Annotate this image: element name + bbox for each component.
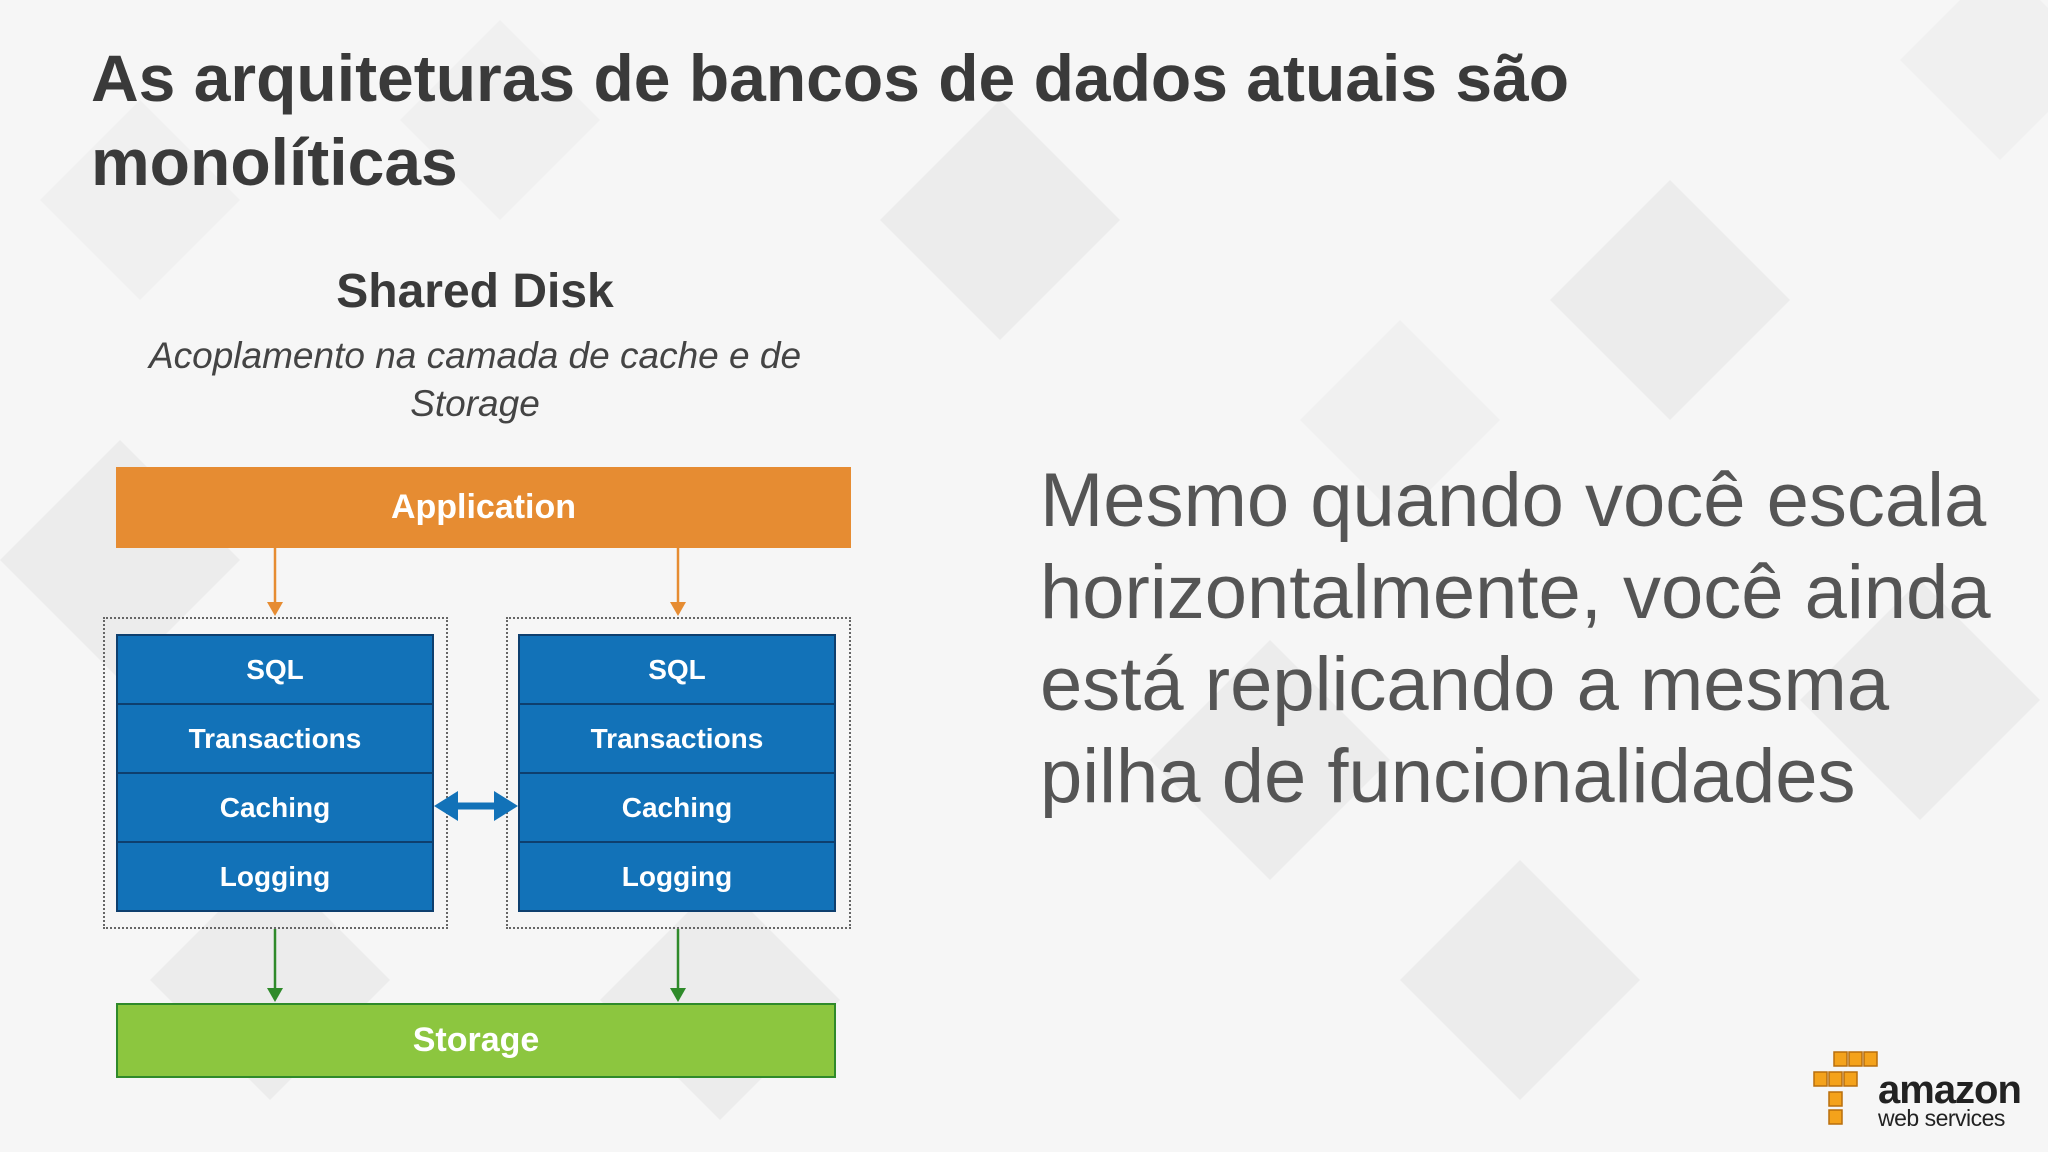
diagram-subheading: Acoplamento na camada de cache e de Stor… xyxy=(148,335,802,424)
statement-text: Mesmo quando você escala horizontalmente… xyxy=(1040,458,1991,819)
node-frame-left xyxy=(103,617,448,929)
layer-transactions: Transactions xyxy=(520,705,834,774)
slide-title: As arquiteturas de bancos de dados atuai… xyxy=(91,41,1570,199)
aws-boxes-icon xyxy=(1813,1051,1878,1125)
layer-sql: SQL xyxy=(520,636,834,705)
layer-transactions: Transactions xyxy=(118,705,432,774)
aws-subtitle: web services xyxy=(1878,1105,2005,1131)
storage-label: Storage xyxy=(412,1021,540,1059)
node-frame-right xyxy=(506,617,851,929)
layer-caching: Caching xyxy=(520,774,834,843)
layer-caching: Caching xyxy=(118,774,432,843)
application-label: Application xyxy=(390,488,577,526)
layer-sql: SQL xyxy=(118,636,432,705)
node-stack-left: SQL Transactions Caching Logging xyxy=(116,634,434,912)
diagram-heading: Shared Disk xyxy=(336,265,614,318)
layer-logging: Logging xyxy=(520,843,834,910)
application-box: Application xyxy=(116,467,851,548)
aws-wordmark: amazon xyxy=(1878,1068,2022,1112)
aws-logo: amazon web services xyxy=(1812,1048,2022,1130)
node-stack-right: SQL Transactions Caching Logging xyxy=(518,634,836,912)
storage-box: Storage xyxy=(116,1003,836,1078)
layer-logging: Logging xyxy=(118,843,432,910)
